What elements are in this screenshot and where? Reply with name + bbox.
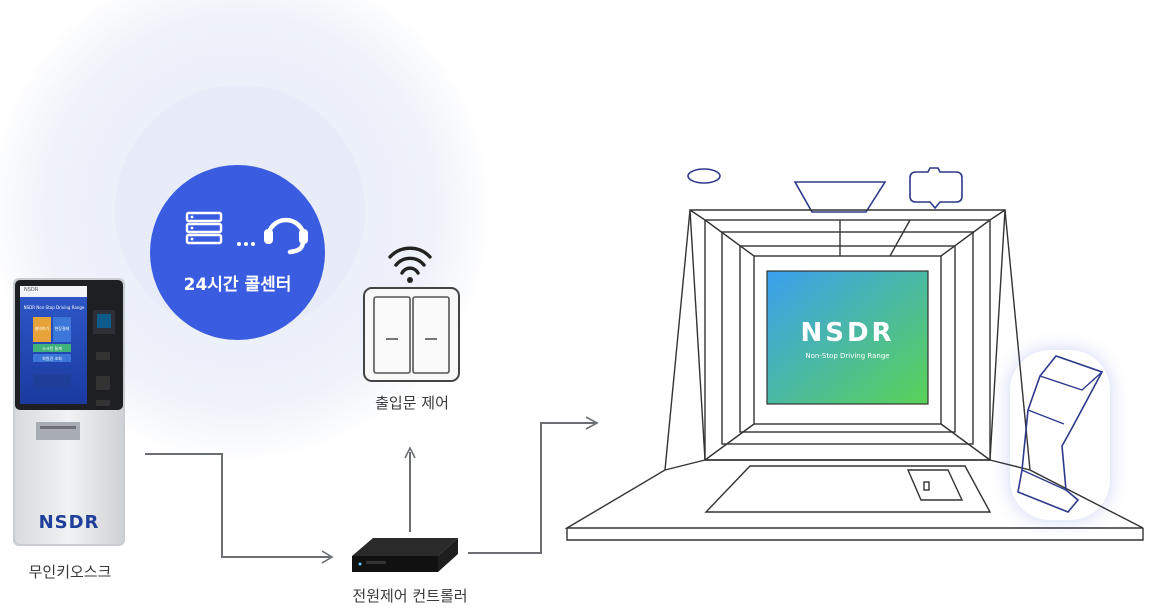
arrow-head-bay xyxy=(585,416,599,430)
bay-subtitle: Non-Stop Driving Range xyxy=(805,352,890,360)
kiosk-to-controller-line xyxy=(145,453,330,558)
server-list-icon xyxy=(185,211,223,245)
bay-screen xyxy=(766,270,929,405)
bay-logo: NSDR xyxy=(800,318,895,348)
door-panel xyxy=(363,287,460,382)
golf-bay xyxy=(564,167,1144,541)
kiosk-tile-pay: 현장결제 xyxy=(54,326,70,331)
kiosk-screen-header: NSDR xyxy=(24,287,39,293)
callcenter-label: 24시간 콜센터 xyxy=(183,275,292,295)
kiosk-tile-reserve: 예약하기 xyxy=(34,326,50,331)
kiosk-brand-logo: NSDR xyxy=(38,512,100,533)
kiosk-button-stats: 스크린 통계 xyxy=(42,346,62,351)
ceiling-sensor xyxy=(687,168,721,184)
side-kiosk xyxy=(1017,355,1104,513)
controller-label: 전원제어 컨트롤러 xyxy=(352,587,468,605)
kiosk-device xyxy=(13,278,125,546)
kiosk-button-members: 회원권 조회 xyxy=(42,356,62,361)
kiosk-screen-title: NSDR Non-Stop Driving Range xyxy=(23,305,85,310)
power-controller-device xyxy=(352,538,458,572)
wifi-icon xyxy=(388,246,432,275)
controller-to-bay-line xyxy=(468,422,595,554)
ceiling-camera xyxy=(909,167,963,210)
kiosk-label: 무인키오스크 xyxy=(28,563,112,581)
arrow-head-controller xyxy=(321,550,334,564)
ceiling-projector xyxy=(793,181,887,213)
door-label: 출입문 제어 xyxy=(375,394,449,412)
arrow-head-door xyxy=(404,446,416,459)
